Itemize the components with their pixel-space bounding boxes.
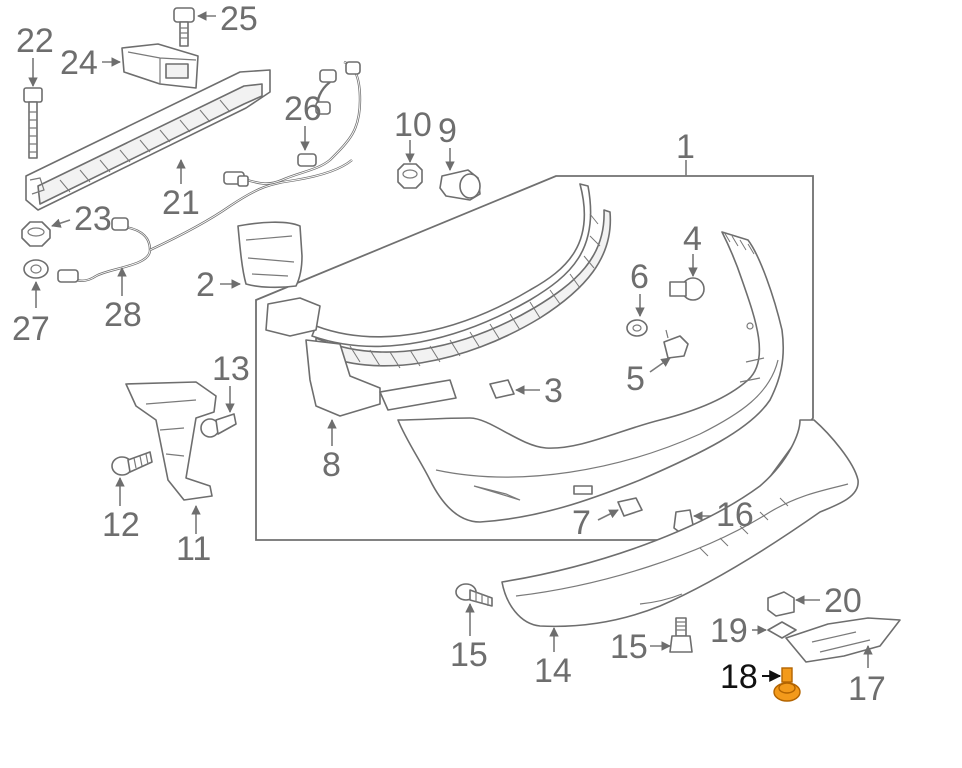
part-28-wiring-harness [57,159,353,283]
label-17: 17 [848,670,886,708]
part-15b-bolt [669,617,693,653]
label-27: 27 [12,310,50,348]
part-26-wiring-harness [223,60,362,187]
part-4-clip [669,277,705,301]
part-2-bag [237,221,303,289]
part-25-bolt [173,7,195,47]
label-25: 25 [220,0,258,38]
label-12: 12 [102,506,140,544]
label-6: 6 [630,258,649,296]
part-7-clip [617,497,643,517]
part-20-clip [767,591,795,617]
label-26: 26 [284,90,322,128]
label-1: 1 [676,128,695,166]
label-18: 18 [720,658,758,696]
part-14-lower-valance [501,419,859,628]
label-7: 7 [572,504,591,542]
label-4: 4 [683,220,702,258]
label-21: 21 [162,184,200,222]
label-13: 13 [212,350,250,388]
lead-5 [649,357,671,373]
part-18-screw-highlighted [773,667,801,702]
part-12-bolt [111,451,153,476]
label-5: 5 [626,360,645,398]
label-10: 10 [394,106,432,144]
bumper-cover [397,231,785,523]
label-9: 9 [438,112,457,150]
part-9-sensor [439,169,481,201]
label-22: 22 [16,22,54,60]
part-21-impact-bar [25,69,271,211]
label-19: 19 [710,612,748,650]
label-3: 3 [544,372,563,410]
label-20: 20 [824,582,862,620]
part-17-panel [785,617,901,663]
part-10-nut [397,163,423,189]
label-11: 11 [176,530,211,568]
label-23: 23 [74,200,112,238]
label-14: 14 [534,652,572,690]
part-27-grommet [23,259,49,279]
part-6-grommet [626,319,648,337]
lead-7 [597,509,619,521]
label-2: 2 [196,266,215,304]
part-23-nut [21,221,51,247]
label-28: 28 [104,296,142,334]
part-8-energy-absorber [265,183,612,417]
label-16: 16 [716,496,754,534]
label-15a: 15 [450,636,488,674]
part-13-screw [200,413,237,438]
label-15b: 15 [610,628,648,666]
label-24: 24 [60,44,98,82]
part-11-bracket [125,381,217,501]
part-24-bracket [121,43,199,89]
lead-23 [51,218,71,228]
part-5-retainer [663,329,689,359]
assembly-box-outline [255,175,814,541]
part-15a-bolt [455,583,493,607]
label-8: 8 [322,446,341,484]
part-3-clip [489,379,515,399]
part-19-nut [767,621,797,639]
part-22-long-bolt [23,87,43,159]
